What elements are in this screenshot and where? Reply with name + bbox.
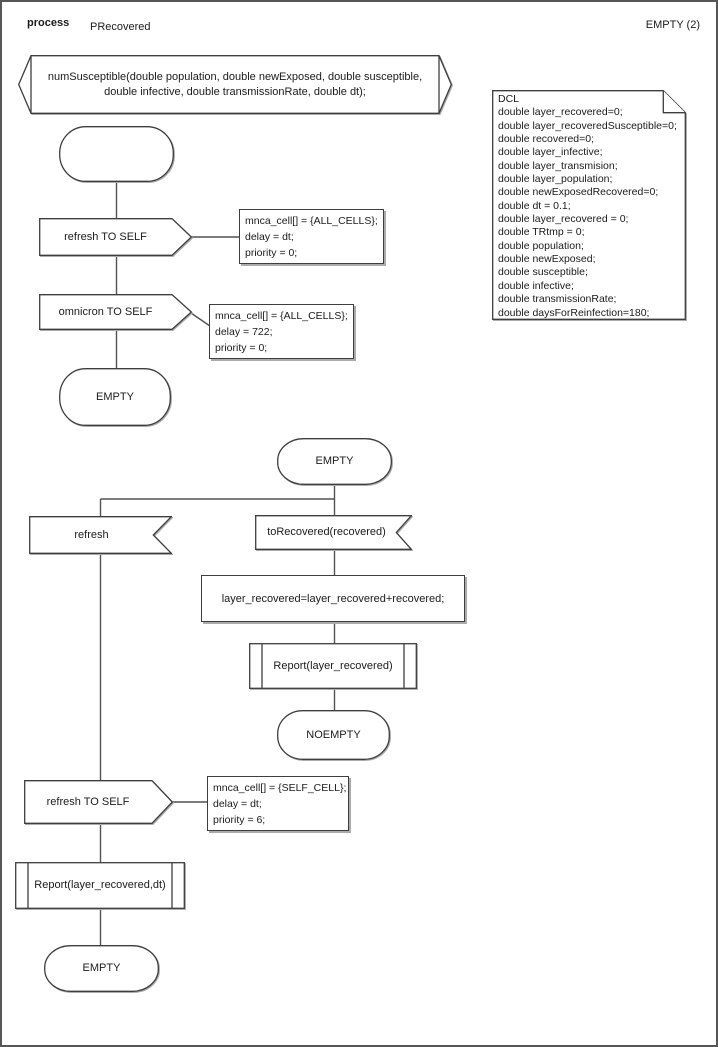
task-symbol-accumulate-recovered[interactable]: layer_recovered=layer_recovered+recovere… [201, 575, 465, 622]
task-accumulate-label: layer_recovered=layer_recovered+recovere… [221, 592, 445, 605]
procedure-call-report[interactable]: Report(layer_recovered) [249, 643, 417, 689]
state-symbol-empty-2[interactable]: EMPTY [277, 438, 392, 485]
dcl-declarations-text: DCL double layer_recovered=0; double lay… [498, 93, 677, 319]
state-symbol-noempty[interactable]: NOEMPTY [277, 710, 390, 760]
state-empty-3-shape [44, 945, 159, 992]
procedure-report-dt-label: Report(layer_recovered,dt) [34, 879, 166, 891]
state-symbol-empty-1[interactable]: EMPTY [59, 368, 171, 426]
procedure-declaration-label: numSusceptible(double population, double… [47, 70, 423, 98]
comment-refresh-1-text: mnca_cell[] = {ALL_CELLS}; delay = dt; p… [245, 215, 378, 259]
state-noempty-label: NOEMPTY [306, 728, 361, 741]
input-torecovered-shape [255, 515, 412, 550]
output-omnicron-shape [39, 294, 192, 330]
input-refresh-shape [29, 516, 172, 554]
output-refresh-1-label: refresh TO SELF [64, 230, 147, 243]
state-noempty-shape [277, 710, 390, 760]
process-kind-label: process [27, 17, 70, 29]
procedure-report-label: Report(layer_recovered) [273, 659, 393, 672]
state-empty-2-label: EMPTY [315, 455, 354, 467]
state-start-shape [59, 126, 174, 182]
comment-refresh-2-text: mnca_cell[] = {SELF_CELL}; delay = dt; p… [213, 782, 347, 826]
output-refresh-2-label: refresh TO SELF [46, 795, 130, 808]
output-omnicron-label: omnicron TO SELF [58, 305, 153, 318]
procedure-report-shape [249, 643, 417, 689]
dcl-text-symbol[interactable]: DCL double layer_recovered=0; double lay… [492, 90, 686, 320]
state-symbol-empty-3[interactable]: EMPTY [44, 945, 159, 992]
comment-omnicron-text: mnca_cell[] = {ALL_CELLS}; delay = 722; … [215, 310, 348, 354]
comment-box-omnicron[interactable]: mnca_cell[] = {ALL_CELLS}; delay = 722; … [209, 304, 354, 359]
state-symbol-start[interactable] [59, 126, 174, 182]
procedure-declaration-shape [18, 55, 452, 114]
procedure-report-dt-shape [15, 862, 185, 909]
state-empty-1-label: EMPTY [96, 390, 134, 403]
procedure-declaration-symbol[interactable]: numSusceptible(double population, double… [18, 55, 452, 114]
state-empty-2-shape [277, 438, 392, 485]
process-name: PRecovered [90, 21, 151, 33]
input-symbol-torecovered[interactable]: toRecovered(recovered) [255, 515, 412, 550]
output-symbol-refresh-to-self-2[interactable]: refresh TO SELF [24, 780, 173, 824]
page-reference-label: EMPTY (2) [645, 19, 700, 31]
input-symbol-refresh[interactable]: refresh [29, 516, 172, 554]
output-refresh-2-shape [24, 780, 173, 824]
input-refresh-label: refresh [74, 528, 109, 541]
output-symbol-omnicron-to-self[interactable]: omnicron TO SELF [39, 294, 192, 330]
state-empty-3-label: EMPTY [82, 962, 121, 974]
comment-box-refresh-2[interactable]: mnca_cell[] = {SELF_CELL}; delay = dt; p… [207, 776, 349, 831]
output-symbol-refresh-to-self-1[interactable]: refresh TO SELF [39, 218, 192, 256]
connector-line [190, 312, 211, 327]
input-torecovered-label: toRecovered(recovered) [267, 526, 386, 538]
dcl-note-shape [492, 90, 686, 320]
state-start-label [59, 126, 174, 182]
output-refresh-1-shape [39, 218, 192, 256]
procedure-call-report-dt[interactable]: Report(layer_recovered,dt) [15, 862, 185, 909]
state-empty-1-shape [59, 368, 171, 426]
comment-box-refresh-1[interactable]: mnca_cell[] = {ALL_CELLS}; delay = dt; p… [239, 209, 384, 264]
